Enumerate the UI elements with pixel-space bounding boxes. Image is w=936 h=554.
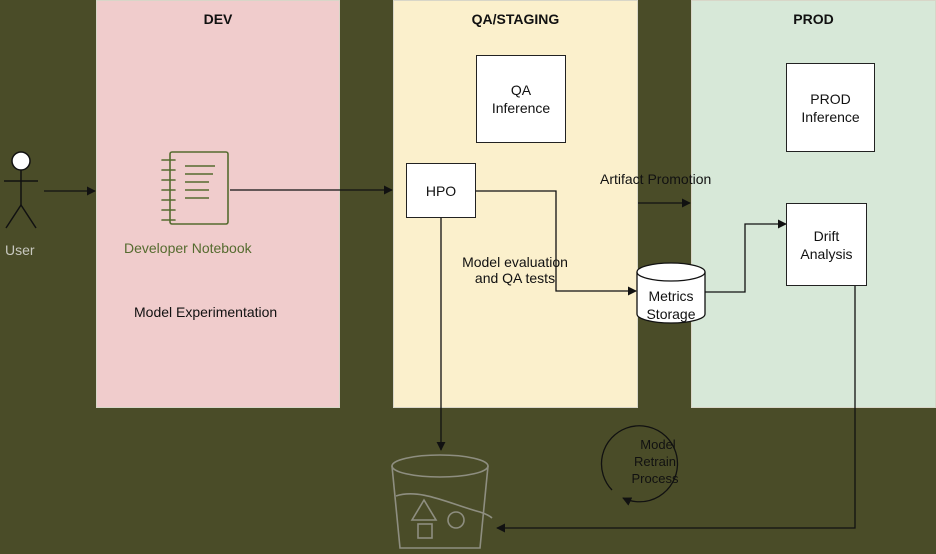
metrics-storage-label: Metrics Storage	[637, 287, 705, 323]
artifact-promotion-label: Artifact Promotion	[600, 171, 712, 187]
drift-analysis-line1: Drift	[813, 227, 840, 244]
user-actor-icon	[4, 151, 38, 229]
model-experimentation-label: Model Experimentation	[134, 304, 278, 320]
drift-to-storage-arrow	[496, 286, 856, 533]
model-evaluation-line1: Model evaluation	[462, 254, 568, 270]
qa-lane-title: QA/STAGING	[471, 11, 560, 27]
notebook-icon	[161, 151, 229, 225]
drift-analysis-box: Drift Analysis	[786, 203, 867, 286]
prod-inference-box: PROD Inference	[786, 63, 875, 152]
developer-notebook-label: Developer Notebook	[124, 240, 252, 256]
retrain-line2: Retrain	[634, 454, 676, 469]
user-label: User	[5, 242, 35, 258]
metrics-storage-line1: Metrics	[648, 288, 694, 304]
dev-lane-title: DEV	[203, 11, 233, 27]
qa-inference-line1: QA	[510, 82, 532, 98]
model-evaluation-line2: and QA tests	[474, 270, 556, 286]
dev-lane: DEV	[96, 0, 340, 408]
prod-lane-title: PROD	[793, 11, 834, 27]
qa-inference-line2: Inference	[491, 100, 551, 116]
prod-inference-line1: PROD	[810, 90, 851, 107]
model-evaluation-label: Model evaluation and QA tests	[450, 254, 580, 286]
metrics-storage-cylinder	[636, 262, 706, 324]
hpo-label: HPO	[425, 182, 457, 199]
hpo-box: HPO	[406, 163, 476, 218]
drift-analysis-line2: Analysis	[800, 245, 853, 262]
bucket-icon	[391, 454, 493, 549]
metrics-to-drift-arrow	[705, 219, 787, 293]
hpo-to-metrics-arrow	[476, 190, 637, 296]
retrain-line3: Process	[631, 471, 679, 486]
qa-inference-box: QA Inference	[476, 55, 566, 143]
retrain-line1: Model	[640, 437, 676, 452]
metrics-storage-line2: Storage	[646, 306, 696, 322]
retrain-cycle-icon	[600, 425, 679, 506]
retrain-process-label: Model Retrain Process	[608, 436, 696, 487]
prod-inference-line2: Inference	[801, 108, 860, 125]
